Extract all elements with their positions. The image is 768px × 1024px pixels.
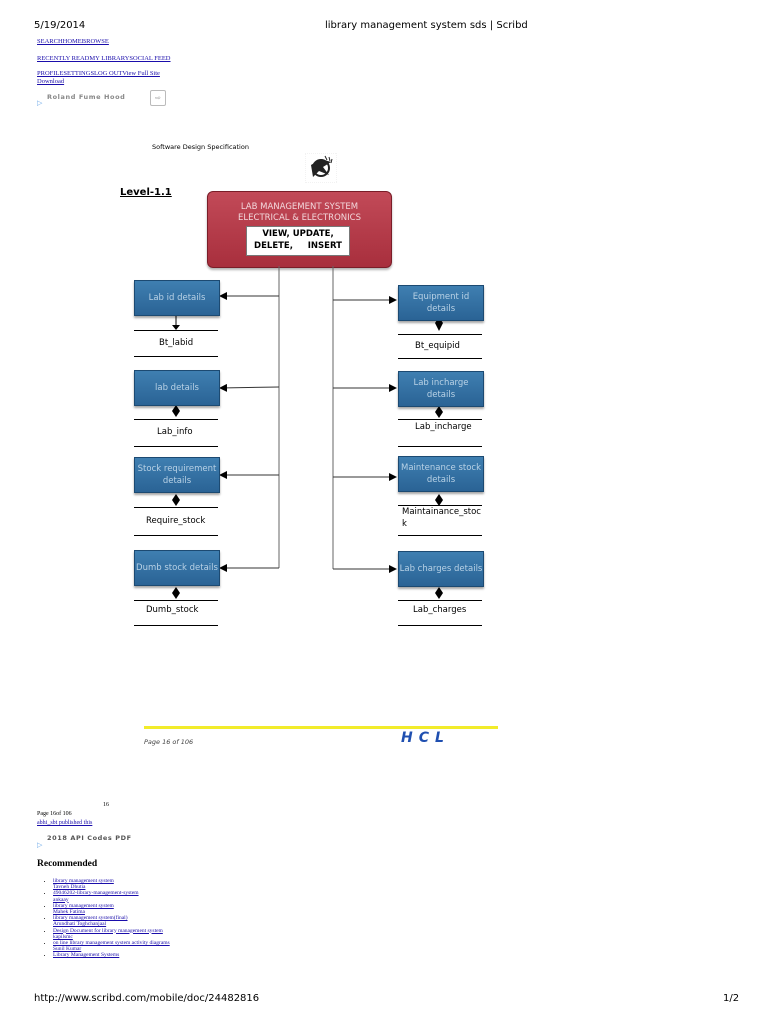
ad-arrow-icon[interactable]: ⇨: [150, 90, 166, 106]
recommended-author[interactable]: Arundhati Toghchanjaal: [53, 921, 107, 928]
entity-label-lab-charges: Lab_charges: [413, 605, 467, 615]
recommended-author[interactable]: Sunil Kumar: [53, 946, 82, 953]
entity-box-dumb-stock: Dumb stock details: [134, 550, 220, 586]
table-rule: [134, 507, 218, 508]
print-date: 5/19/2014: [34, 20, 86, 31]
list-item[interactable]: on line library management system activi…: [53, 940, 170, 952]
entity-label-maintainance-stock: Maintainance_stock: [402, 507, 481, 529]
recommended-author[interactable]: Mahek Fatima: [53, 909, 85, 916]
entity-label-lab-info: Lab_info: [157, 427, 193, 437]
list-item[interactable]: Design Document for library management s…: [53, 928, 170, 940]
ad-choices-icon[interactable]: ▷: [37, 99, 43, 107]
print-page: 1/2: [723, 993, 740, 1004]
entity-box-lab-incharge: Lab incharge details: [398, 371, 484, 407]
ad2-title[interactable]: 2018 API Codes PDF: [47, 834, 132, 842]
ad2-choices-icon[interactable]: ▷: [37, 841, 43, 849]
footer-yellow-rule: [144, 726, 498, 729]
print-url: http://www.scribd.com/mobile/doc/2448281…: [34, 993, 260, 1004]
root-operations-box: VIEW, UPDATE, DELETE, INSERT: [246, 226, 350, 256]
nav-links-row1[interactable]: SEARCHHOMEBROWSE: [37, 38, 109, 45]
recommended-title[interactable]: library management system(final): [53, 915, 128, 922]
recommended-author[interactable]: Tavneh Dhutia: [53, 884, 86, 891]
ad-title[interactable]: Roland Fume Hood: [47, 93, 126, 101]
hcl-logo: HCL: [401, 730, 450, 746]
nav-links-row2[interactable]: RECENTLY READMY LIBRARYSOCIAL FEED: [37, 55, 171, 62]
entity-box-equipment-id: Equipment id details: [398, 285, 484, 321]
table-rule: [134, 419, 218, 420]
spec-title: Software Design Specification: [152, 143, 249, 151]
list-item[interactable]: library management system(final)Arundhat…: [53, 915, 170, 927]
company-logo-icon: [305, 153, 337, 183]
recommended-title[interactable]: library management system: [53, 878, 114, 884]
list-item[interactable]: Library Management Systems: [53, 952, 170, 958]
table-rule: [398, 600, 482, 601]
root-title-line1: LAB MANAGEMENT SYSTEM: [240, 202, 359, 212]
root-system-box: LAB MANAGEMENT SYSTEM ELECTRICAL & ELECT…: [207, 191, 392, 268]
recommended-title[interactable]: Design Document for library management s…: [53, 927, 163, 934]
root-title-line2: ELECTRICAL & ELECTRONICS: [238, 213, 361, 223]
recommended-title[interactable]: 49046202-library-management-system: [53, 890, 139, 897]
table-rule: [398, 446, 482, 447]
publisher-link[interactable]: abhi_sbt published this: [37, 820, 93, 826]
level-heading: Level-1.1: [120, 187, 172, 198]
entity-box-lab-id: Lab id details: [134, 280, 220, 316]
table-rule: [398, 419, 482, 420]
print-title: library management system sds | Scribd: [325, 20, 528, 31]
recommended-heading: Recommended: [37, 859, 98, 869]
recommended-title[interactable]: library management system: [53, 902, 114, 909]
entity-label-bt-labid: Bt_labid: [159, 338, 194, 348]
table-rule: [134, 446, 218, 447]
download-link[interactable]: Download: [37, 78, 65, 85]
nav-links-row3[interactable]: PROFILESETTINGSLOG OUTView Full Site: [37, 70, 160, 77]
table-rule: [134, 600, 218, 601]
doc-page-label: Page 16 of 106: [144, 738, 194, 746]
entity-label-dumb-stock: Dumb_stock: [146, 605, 199, 615]
recommended-author[interactable]: ankaay: [53, 896, 69, 903]
table-rule: [398, 358, 482, 359]
recommended-title[interactable]: on line library management system activi…: [53, 940, 170, 947]
entity-box-maintenance-stock: Maintenance stock details: [398, 456, 484, 492]
table-rule: [134, 535, 218, 536]
entity-box-lab-details: lab details: [134, 370, 220, 406]
table-rule: [134, 330, 218, 331]
recommended-title[interactable]: Library Management Systems: [53, 952, 120, 959]
table-rule: [398, 334, 482, 335]
page-of-label: Page 16of 106: [37, 811, 72, 817]
operations-line1: VIEW, UPDATE,: [262, 229, 334, 239]
entity-label-lab-incharge: Lab_incharge: [415, 422, 472, 432]
table-rule: [398, 625, 482, 626]
entity-box-lab-charges: Lab charges details: [398, 551, 484, 587]
entity-label-bt-equipid: Bt_equipid: [415, 341, 460, 351]
recommended-author[interactable]: kapilsmc: [53, 933, 73, 940]
table-rule: [134, 356, 218, 357]
table-rule: [134, 625, 218, 626]
connector-lines: [172, 266, 443, 599]
table-rule: [398, 505, 482, 506]
table-rule: [398, 535, 482, 536]
entity-box-stock-requirement: Stock requirement details: [134, 457, 220, 493]
page-number: 16: [103, 802, 109, 808]
operations-line2: DELETE, INSERT: [254, 241, 342, 251]
entity-label-require-stock: Require_stock: [146, 516, 206, 526]
